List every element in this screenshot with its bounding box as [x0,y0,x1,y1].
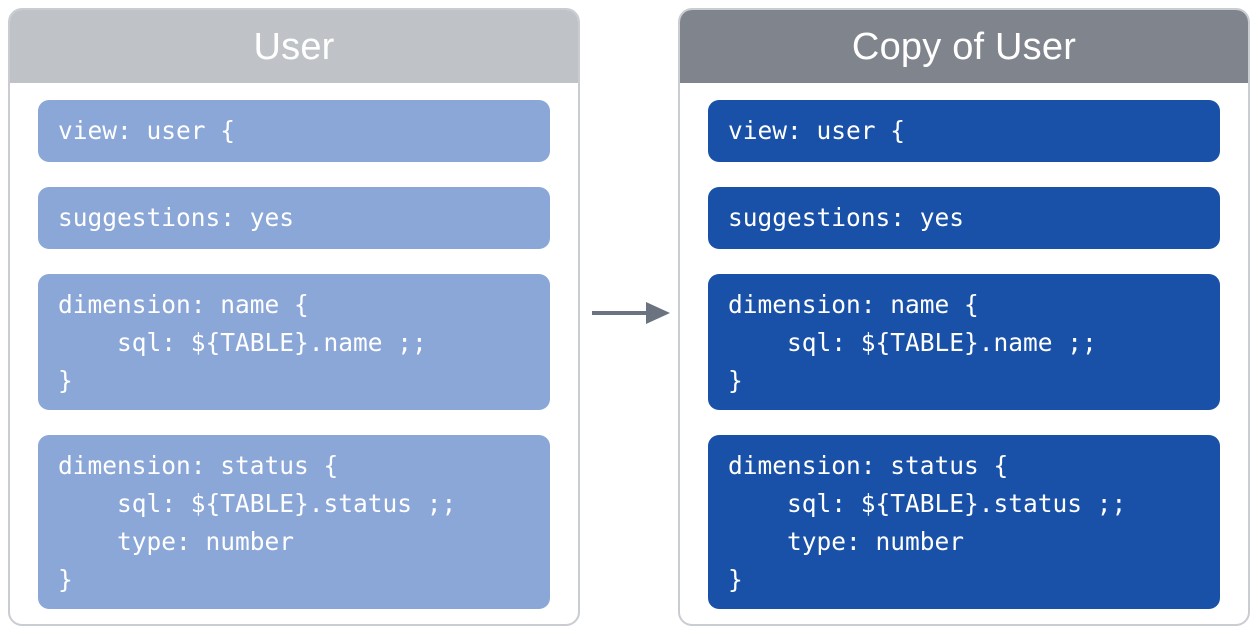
panel-source-view: User view: user { suggestions: yes dimen… [8,8,580,626]
code-block-suggestions-setting: suggestions: yes [708,187,1220,249]
code-block-view-declaration: view: user { [708,100,1220,162]
arrow-right-icon [590,296,672,330]
code-block-dimension-name: dimension: name { sql: ${TABLE}.name ;; … [708,274,1220,410]
code-block-dimension-name: dimension: name { sql: ${TABLE}.name ;; … [38,274,550,410]
panel-source-body: view: user { suggestions: yes dimension:… [10,83,578,624]
code-block-suggestions-setting: suggestions: yes [38,187,550,249]
panel-source-title: User [10,10,578,83]
code-block-view-declaration: view: user { [38,100,550,162]
panel-copy-body: view: user { suggestions: yes dimension:… [680,83,1248,624]
panel-copy-title: Copy of User [680,10,1248,83]
panel-copy-view: Copy of User view: user { suggestions: y… [678,8,1250,626]
code-block-dimension-status: dimension: status { sql: ${TABLE}.status… [38,435,550,609]
code-block-dimension-status: dimension: status { sql: ${TABLE}.status… [708,435,1220,609]
